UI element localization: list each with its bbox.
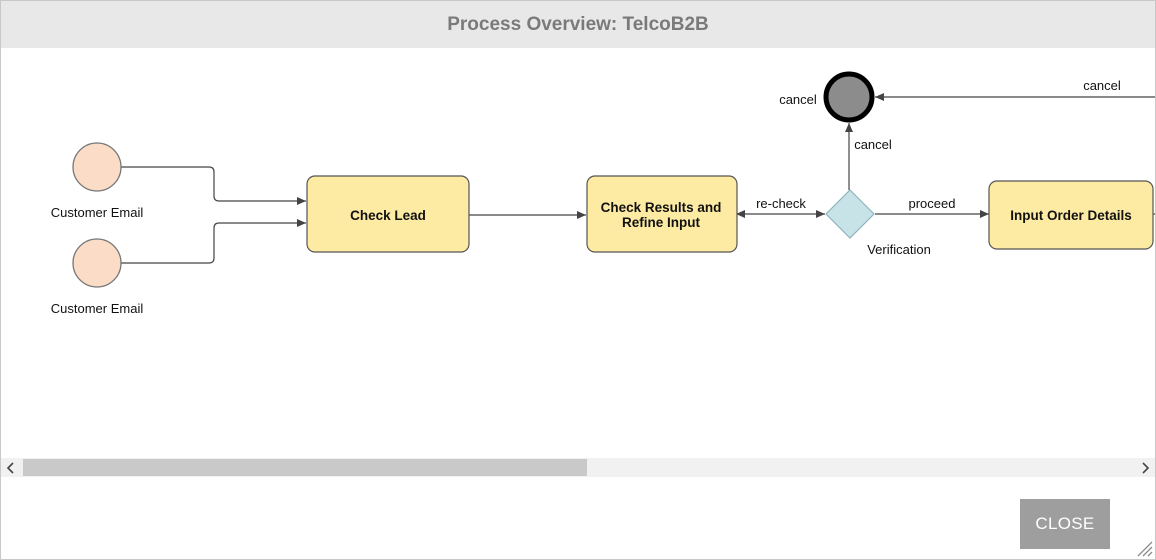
gateway-verification[interactable]	[825, 189, 875, 239]
task-input-order-details[interactable]	[988, 180, 1154, 250]
task-check-lead-label: Check Lead	[350, 208, 426, 223]
end-event-label: cancel	[779, 92, 817, 107]
process-diagram: Customer Email Customer Email Check Lead…	[51, 71, 1155, 316]
horizontal-scrollbar[interactable]	[1, 458, 1155, 477]
resize-handle-icon[interactable]	[1133, 537, 1153, 557]
close-button[interactable]: CLOSE	[1020, 499, 1110, 549]
scrollbar-thumb[interactable]	[23, 459, 587, 476]
task-input-order-details-label: Input Order Details	[1010, 208, 1132, 223]
flow-start1-to-check-lead	[121, 166, 306, 205]
process-diagram-canvas: Customer Email Customer Email Check Lead…	[1, 48, 1155, 458]
flow-label-cancel-up: cancel	[854, 137, 892, 152]
flow-label-cancel-top: cancel	[1083, 78, 1121, 93]
task-check-lead[interactable]	[306, 175, 470, 253]
start-event-label-2: Customer Email	[51, 301, 144, 316]
dialog-footer: CLOSE	[1, 477, 1155, 559]
end-event-cancel[interactable]	[823, 71, 875, 123]
dialog-title: Process Overview: TelcoB2B	[447, 13, 709, 35]
chevron-left-icon[interactable]	[1, 458, 21, 477]
gateway-verification-label: Verification	[867, 242, 931, 257]
flow-label-proceed: proceed	[909, 196, 956, 211]
flow-label-recheck: re-check	[756, 196, 806, 211]
start-event-customer-email-2[interactable]	[72, 238, 122, 288]
task-check-results-label-line2: Refine Input	[622, 215, 700, 230]
flow-start2-to-check-lead	[121, 219, 306, 264]
dialog-titlebar: Process Overview: TelcoB2B	[1, 1, 1155, 48]
start-event-label-1: Customer Email	[51, 205, 144, 220]
task-check-results-label-line1: Check Results and	[601, 200, 722, 215]
start-event-customer-email-1[interactable]	[72, 142, 122, 192]
task-check-results[interactable]	[586, 175, 738, 253]
chevron-right-icon[interactable]	[1135, 458, 1155, 477]
